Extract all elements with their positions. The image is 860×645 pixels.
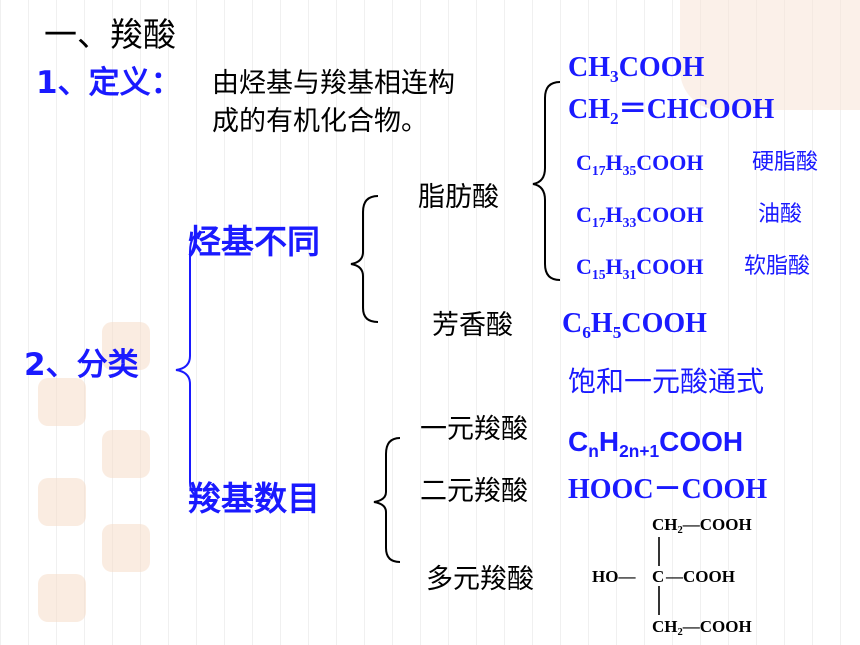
decorative-seal-icon [38, 478, 86, 526]
decorative-seal-icon [102, 430, 150, 478]
name-palmitic-acid: 软脂酸 [744, 254, 811, 279]
formula-stearic-acid: C17H35COOH [576, 150, 704, 178]
formula-general-monocarboxylic: CnH2n+1COOH [568, 426, 744, 462]
decorative-seal-icon [38, 574, 86, 622]
page-title: 一、羧酸 [44, 15, 176, 54]
brace-classification [175, 231, 206, 499]
decorative-seal-icon [102, 322, 150, 370]
aromatic-acid-label: 芳香酸 [432, 310, 513, 341]
decorative-seal-logo [680, 0, 860, 110]
brace-fatty-acid [532, 81, 561, 281]
decorative-seal-icon [38, 378, 86, 426]
name-stearic-acid: 硬脂酸 [752, 150, 819, 175]
formula-benzoic-acid: C6H5COOH [562, 308, 707, 343]
brace-hydrocarbon [350, 195, 379, 323]
struct-top-group: CH2—COOH [652, 515, 752, 537]
struct-mid-carboxyl: —COOH [666, 567, 735, 586]
struct-hydroxyl: HO— [592, 567, 636, 586]
definition-label: 1、定义： [36, 65, 182, 101]
saturated-general-formula-title: 饱和一元酸通式 [568, 365, 765, 398]
dicarboxylic-acid-label: 二元羧酸 [420, 476, 528, 507]
struct-central-carbon: C [652, 567, 665, 586]
carboxyl-count-label: 羧基数目 [188, 479, 320, 518]
formula-acrylic-acid: CH2＝CHCOOH [568, 94, 775, 129]
classification-label: 2、分类 [24, 347, 139, 383]
name-oleic-acid: 油酸 [758, 202, 803, 227]
monocarboxylic-acid-label: 一元羧酸 [420, 414, 528, 445]
definition-text-line1: 由烃基与羧基相连构 [212, 68, 455, 99]
hydrocarbon-group-label: 烃基不同 [188, 222, 320, 261]
formula-oleic-acid: C17H33COOH [576, 202, 704, 230]
struct-bottom-group: CH2—COOH [652, 617, 752, 639]
formula-acetic-acid: CH3COOH [568, 52, 705, 87]
formula-palmitic-acid: C15H31COOH [576, 254, 704, 282]
brace-carboxyl [373, 437, 401, 563]
formula-oxalic-acid: HOOC－COOH [568, 474, 768, 505]
definition-text-line2: 成的有机化合物。 [212, 106, 428, 137]
fatty-acid-label: 脂肪酸 [418, 182, 499, 213]
decorative-seal-icon [102, 524, 150, 572]
polycarboxylic-acid-label: 多元羧酸 [426, 564, 534, 595]
